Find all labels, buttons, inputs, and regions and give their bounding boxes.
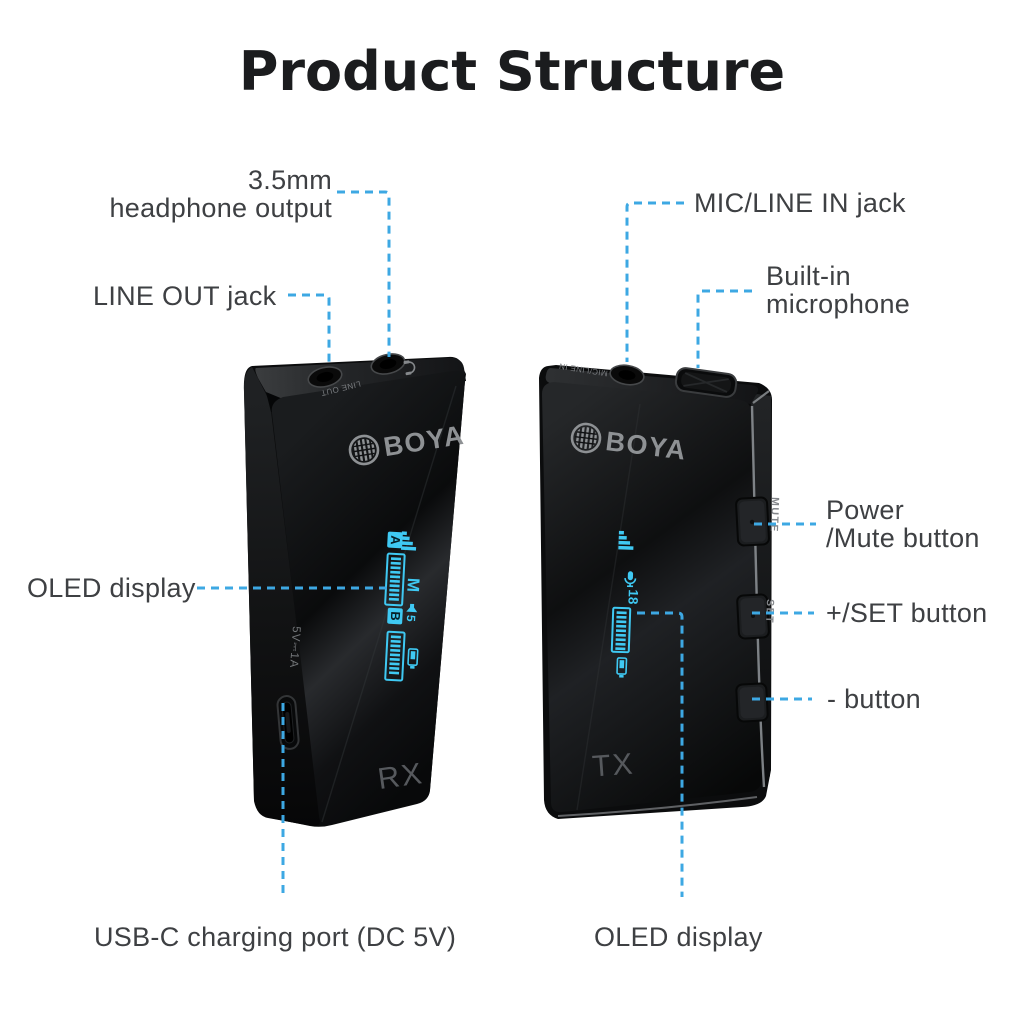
label-set-button: +/SET button	[826, 598, 988, 628]
tx-top-face	[545, 368, 759, 404]
power-mute-button	[735, 496, 770, 547]
label-minus-button: - button	[827, 684, 921, 714]
rx-channel-b-text: B	[388, 611, 403, 621]
rx-level-meter-a	[384, 552, 406, 607]
rx-channel-a-text: A	[388, 535, 404, 546]
label-headphone-line2: headphone output	[109, 193, 332, 223]
boya-grille-icon	[348, 434, 380, 466]
label-built-in-line1: Built-in	[766, 261, 851, 291]
label-power-line2: /Mute button	[826, 523, 980, 553]
label-headphone-line1: 3.5mm	[247, 165, 332, 195]
battery-icon	[616, 657, 628, 678]
rx-device: LINE OUT BOYA	[243, 353, 467, 827]
tx-oled-display: 18	[610, 530, 641, 678]
rx-volume-text: 5	[404, 615, 418, 623]
mic-line-in-jack	[609, 364, 645, 386]
callout-headphone-output	[337, 190, 391, 357]
label-usb-c-port: USB-C charging port (DC 5V)	[94, 922, 457, 952]
callout-oled-tx	[637, 611, 684, 897]
built-in-mic-grille	[674, 367, 738, 398]
label-line-out-jack: LINE OUT jack	[93, 281, 277, 311]
tx-badge: TX	[591, 748, 636, 784]
signal-bars-icon	[400, 531, 417, 551]
rx-channel-b-box	[387, 607, 403, 625]
rx-channel-a-box	[387, 531, 403, 549]
label-built-in-microphone: Built-in microphone	[766, 262, 910, 318]
tx-edge-trim-top	[752, 390, 770, 404]
headphone-jack	[370, 353, 406, 375]
usb-c-port	[276, 695, 300, 750]
tx-front-face	[542, 382, 762, 813]
callout-mic-line-in	[625, 201, 684, 362]
label-mic-line-in-jack: MIC/LINE IN jack	[694, 188, 906, 218]
minus-button	[735, 682, 769, 723]
mic-icon	[624, 571, 637, 588]
label-built-in-line2: microphone	[766, 289, 911, 319]
tx-edge-trim-bottom	[557, 796, 758, 817]
tx-gain-text: 18	[625, 589, 641, 605]
rx-charge-print: 5V⎓1A	[287, 626, 302, 669]
rx-mode-text: M	[403, 577, 423, 592]
rx-level-meter-b	[384, 630, 406, 682]
battery-icon	[407, 648, 419, 669]
label-power-line1: Power	[826, 495, 905, 525]
speaker-icon: 5	[404, 603, 418, 623]
callout-built-in-mic	[696, 289, 752, 368]
line-out-jack	[307, 366, 343, 388]
page-title: Product Structure	[238, 40, 786, 103]
rx-front-face	[271, 370, 466, 825]
rx-top-face	[255, 357, 465, 400]
tx-mute-print: MUTE	[768, 497, 781, 533]
set-button	[736, 593, 770, 640]
tx-gloss-crease	[576, 403, 641, 811]
callout-line-out	[288, 293, 331, 364]
rx-badge: RX	[376, 757, 426, 796]
label-headphone-output: 3.5mm headphone output	[92, 166, 332, 222]
tx-level-meter	[610, 606, 632, 654]
signal-bars-icon	[618, 530, 634, 550]
label-oled-display-tx: OLED display	[594, 922, 763, 952]
callout-lines	[197, 190, 816, 897]
boya-grille-icon	[570, 422, 602, 454]
headphone-icon	[403, 360, 416, 376]
rx-side-face	[243, 367, 321, 827]
rx-oled-display: A M B 5	[384, 531, 423, 682]
tx-device: MIC/LINE IN BOYA	[539, 361, 781, 819]
label-oled-display-rx: OLED display	[27, 573, 196, 603]
label-power-mute-button: Power /Mute button	[826, 496, 980, 552]
